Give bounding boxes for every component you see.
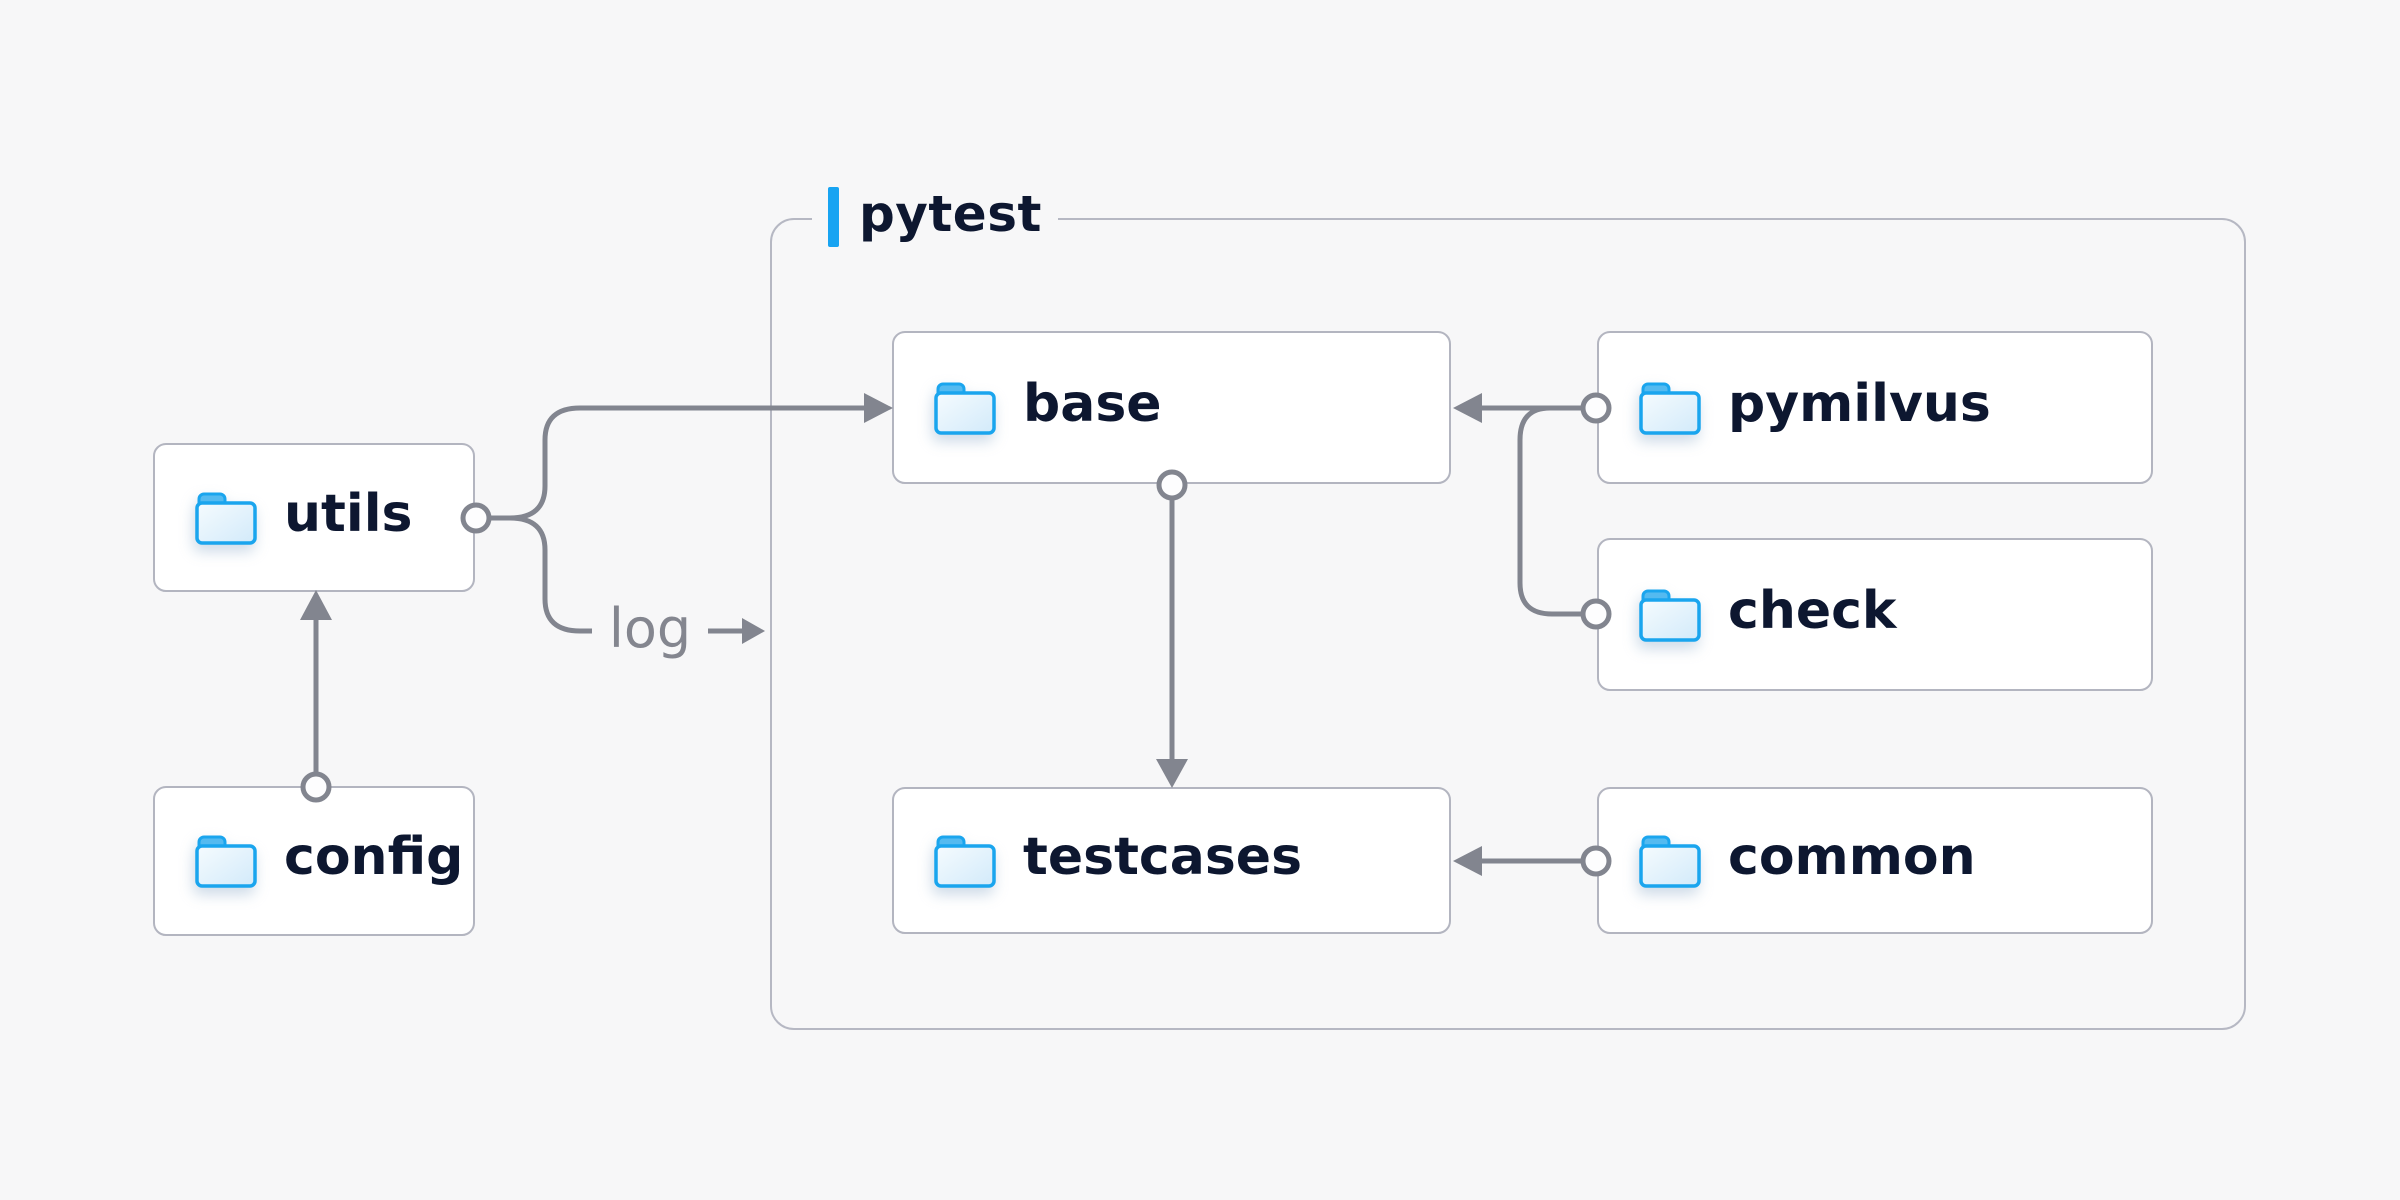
node-base: base	[892, 331, 1451, 484]
arrowhead-up-into-utils	[300, 590, 332, 620]
folder-icon	[934, 834, 996, 888]
folder-icon	[1639, 381, 1701, 435]
arrowhead-right-log	[742, 618, 765, 644]
folder-icon	[195, 834, 257, 888]
group-label-text: pytest	[859, 185, 1042, 243]
node-label: base	[1023, 373, 1162, 434]
folder-icon	[934, 381, 996, 435]
pytest-group-label: pytest	[812, 184, 1058, 250]
node-config: config	[153, 786, 475, 936]
edge-utils-log	[509, 515, 592, 634]
edge-label-log: log	[608, 597, 692, 660]
node-utils: utils	[153, 443, 475, 592]
node-label: testcases	[1023, 826, 1303, 887]
node-common: common	[1597, 787, 2153, 934]
pytest-group-box	[770, 218, 2246, 1030]
node-label: common	[1728, 826, 1976, 887]
accent-bar-icon	[828, 187, 839, 247]
node-label: check	[1728, 580, 1897, 641]
node-check: check	[1597, 538, 2153, 691]
folder-icon	[195, 491, 257, 545]
node-pymilvus: pymilvus	[1597, 331, 2153, 484]
folder-icon	[1639, 588, 1701, 642]
node-label: utils	[284, 483, 413, 544]
folder-icon	[1639, 834, 1701, 888]
node-testcases: testcases	[892, 787, 1451, 934]
node-label: config	[284, 827, 464, 887]
node-label: pymilvus	[1728, 373, 1991, 434]
